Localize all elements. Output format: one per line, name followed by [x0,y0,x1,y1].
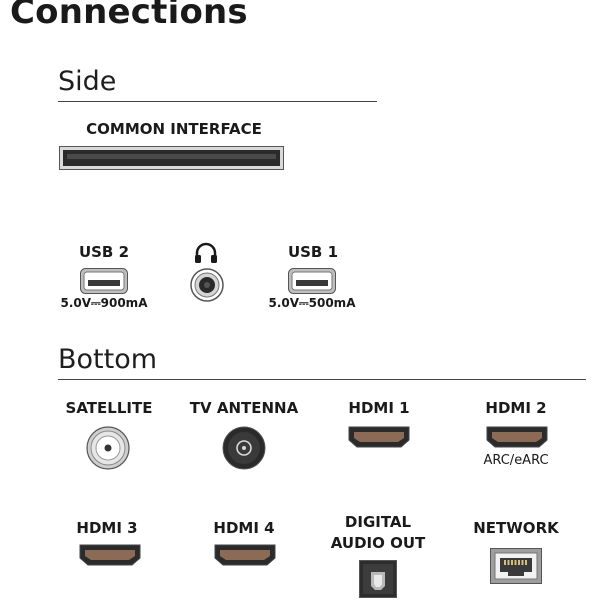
digital-audio-out-port [359,560,397,598]
hdmi3-label: HDMI 3 [76,519,138,537]
hdmi4-port [214,544,276,566]
hdmi1-label: HDMI 1 [348,399,410,417]
satellite-label: SATELLITE [65,399,153,417]
tv-antenna-label: TV ANTENNA [189,399,299,417]
usb1-label: USB 1 [287,243,339,261]
optical-port-icon [359,560,397,598]
usb-port-icon [80,268,128,294]
common-interface-slot-icon [59,146,284,170]
usb1-rating: 5.0V⎓500mA [268,296,356,310]
antenna-connector-icon [222,426,266,470]
network-port [490,548,542,584]
digital-audio-out-label-line2: AUDIO OUT [330,534,426,552]
hdmi1-port [348,426,410,448]
side-section-heading: Side [58,66,117,97]
usb1-port [288,268,336,294]
hdmi2-port [486,426,548,448]
satellite-connector [86,426,130,470]
common-interface-label: COMMON INTERFACE [86,120,262,138]
usb2-label: USB 2 [78,243,130,261]
satellite-f-connector-icon [86,426,130,470]
common-interface-slot [59,146,284,170]
hdmi2-label: HDMI 2 [485,399,547,417]
headphones-icon [193,242,219,264]
bottom-divider [58,379,586,380]
hdmi-port-icon [348,426,410,448]
usb-port-icon [288,268,336,294]
headphone-jack [190,268,224,302]
usb2-port [80,268,128,294]
page-title: Connections [10,0,248,32]
ethernet-port-icon [490,548,542,584]
network-label: NETWORK [473,519,559,537]
hdmi-port-icon [486,426,548,448]
hdmi4-label: HDMI 4 [213,519,275,537]
tv-antenna-connector [222,426,266,470]
hdmi-port-icon [79,544,141,566]
digital-audio-out-label-line1: DIGITAL [344,513,412,531]
hdmi-port-icon [214,544,276,566]
hdmi2-note: ARC/eARC [483,453,549,468]
side-divider [58,101,377,102]
audio-jack-icon [190,268,224,302]
usb2-rating: 5.0V⎓900mA [60,296,148,310]
bottom-section-heading: Bottom [58,344,158,375]
hdmi3-port [79,544,141,566]
